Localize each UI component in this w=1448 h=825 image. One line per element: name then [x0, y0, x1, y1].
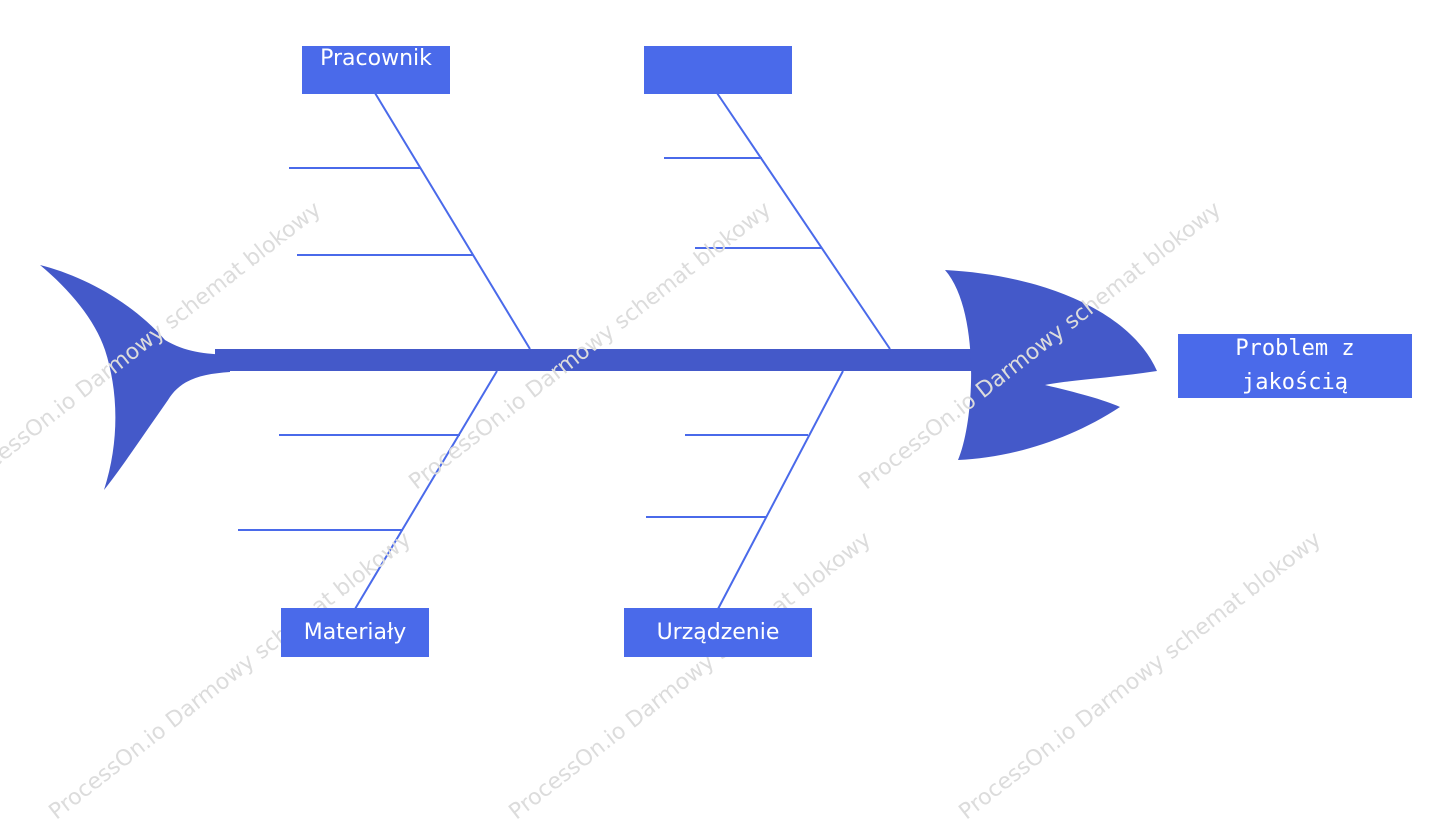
category-box-top-left[interactable]: Pracownik [302, 46, 450, 94]
fish-head [945, 270, 1157, 460]
bone-top-right [716, 92, 891, 350]
category-label: Urządzenie [656, 619, 780, 645]
fish-spine [215, 349, 975, 371]
bone-bottom-right [717, 370, 844, 610]
bone-bottom-left [354, 370, 498, 610]
fish-tail [40, 265, 230, 490]
fishbone-diagram [40, 92, 1157, 610]
category-label: Pracownik [320, 46, 432, 71]
category-box-bottom-left[interactable]: Materiały [281, 608, 429, 657]
bone-top-left [374, 92, 531, 350]
category-label: Materiały [303, 619, 407, 645]
category-box-bottom-right[interactable]: Urządzenie [624, 608, 812, 657]
category-box-top-right[interactable] [644, 46, 792, 94]
problem-box[interactable]: Problem z jakością [1178, 334, 1412, 398]
problem-label: Problem z jakością [1235, 336, 1355, 395]
